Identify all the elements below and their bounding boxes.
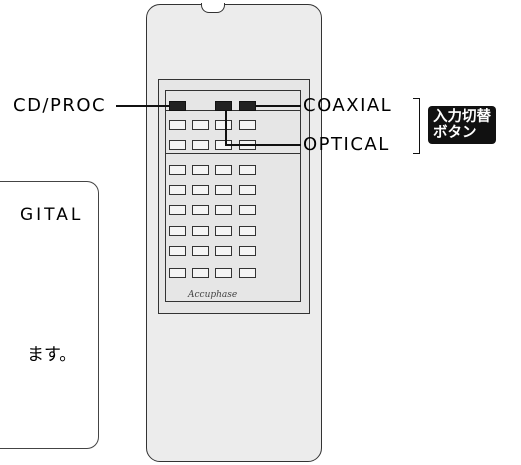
cd-proc-label: CD/PROC — [13, 95, 107, 116]
remote-key[interactable] — [239, 246, 256, 256]
input-button-group — [165, 110, 301, 154]
remote-key[interactable] — [169, 140, 186, 150]
badge-line-1: 入力切替 — [433, 109, 491, 125]
coaxial-leader-line — [255, 105, 301, 107]
remote-key[interactable] — [239, 120, 256, 130]
badge-line-2: ボタン — [433, 125, 477, 141]
remote-key[interactable] — [215, 120, 232, 130]
background-card — [0, 181, 99, 449]
remote-key[interactable] — [215, 246, 232, 256]
remote-key[interactable] — [192, 226, 209, 236]
remote-key[interactable] — [169, 268, 186, 278]
remote-key[interactable] — [192, 140, 209, 150]
input-switch-badge: 入力切替 ボタン — [428, 106, 496, 144]
remote-key[interactable] — [239, 226, 256, 236]
remote-key[interactable] — [169, 226, 186, 236]
remote-key[interactable] — [192, 205, 209, 215]
remote-key[interactable] — [192, 165, 209, 175]
inner-panel — [165, 90, 301, 302]
optical-leader-line-horizontal — [225, 144, 301, 146]
remote-key[interactable] — [192, 185, 209, 195]
coaxial-button[interactable] — [239, 101, 256, 111]
remote-key[interactable] — [215, 268, 232, 278]
remote-key[interactable] — [215, 226, 232, 236]
remote-key[interactable] — [239, 185, 256, 195]
remote-key[interactable] — [169, 185, 186, 195]
remote-key[interactable] — [215, 205, 232, 215]
remote-key[interactable] — [192, 268, 209, 278]
optical-label: OPTICAL — [303, 134, 390, 155]
remote-key[interactable] — [239, 165, 256, 175]
brand-logo: Accuphase — [188, 290, 238, 300]
remote-key[interactable] — [192, 246, 209, 256]
remote-key[interactable] — [192, 120, 209, 130]
card-text-digital: GITAL — [20, 205, 84, 225]
group-bracket — [413, 98, 420, 154]
remote-key[interactable] — [239, 268, 256, 278]
optical-leader-line-vertical — [225, 110, 227, 145]
remote-key[interactable] — [169, 165, 186, 175]
remote-key[interactable] — [169, 205, 186, 215]
cd-proc-leader-line — [116, 105, 170, 107]
remote-notch — [201, 3, 225, 13]
card-text-masu: ます。 — [27, 345, 77, 365]
remote-key[interactable] — [239, 205, 256, 215]
remote-key[interactable] — [169, 120, 186, 130]
remote-key[interactable] — [215, 165, 232, 175]
coaxial-label: COAXIAL — [303, 95, 393, 116]
optical-button[interactable] — [215, 101, 232, 111]
key-grid — [169, 120, 293, 280]
remote-key[interactable] — [169, 246, 186, 256]
cd-proc-button[interactable] — [169, 101, 186, 111]
remote-key[interactable] — [215, 185, 232, 195]
